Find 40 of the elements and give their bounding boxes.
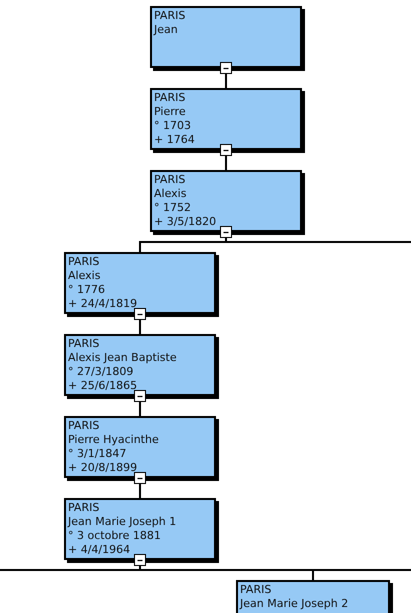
death-date: + 20/8/1899 [68,461,138,475]
birth-date: ° 27/3/1809 [68,365,134,379]
death-date: + 1764 [154,133,195,147]
birth-date: ° 1752 [154,201,191,215]
surname: PARIS [68,419,100,433]
surname: PARIS [154,173,186,187]
given-name: Alexis Jean Baptiste [68,351,177,365]
connector-line [134,308,146,334]
surname: PARIS [68,337,100,351]
person-box [64,416,216,478]
given-name: Pierre [154,105,186,119]
death-date: + 3/5/1820 [154,215,216,229]
person-box [64,498,216,560]
person-box [64,252,216,314]
birth-date: ° 1703 [154,119,191,133]
death-date: + 25/6/1865 [68,379,138,393]
person-box [150,170,302,232]
connector-line [220,62,232,88]
surname: PARIS [68,255,100,269]
connector-line [134,390,146,416]
death-date: + 24/4/1819 [68,297,138,311]
given-name: Jean [154,23,178,37]
person-box [150,88,302,150]
connector-line [134,472,146,498]
given-name: Alexis [154,187,186,201]
surname: PARIS [68,501,100,515]
person-box [150,6,302,68]
connector-line [220,144,232,170]
surname: PARIS [154,91,186,105]
birth-date: ° 1776 [68,283,105,297]
birth-date: ° 3 octobre 1881 [68,529,161,543]
death-date: + 4/4/1964 [68,543,130,557]
given-name: Jean Marie Joseph 1 [68,515,176,529]
birth-date: ° 3/1/1847 [68,447,126,461]
given-name: Jean Marie Joseph 2 [240,597,348,611]
given-name: Pierre Hyacinthe [68,433,159,447]
surname: PARIS [154,9,186,23]
given-name: Alexis [68,269,100,283]
person-box [64,334,216,396]
surname: PARIS [240,583,272,597]
